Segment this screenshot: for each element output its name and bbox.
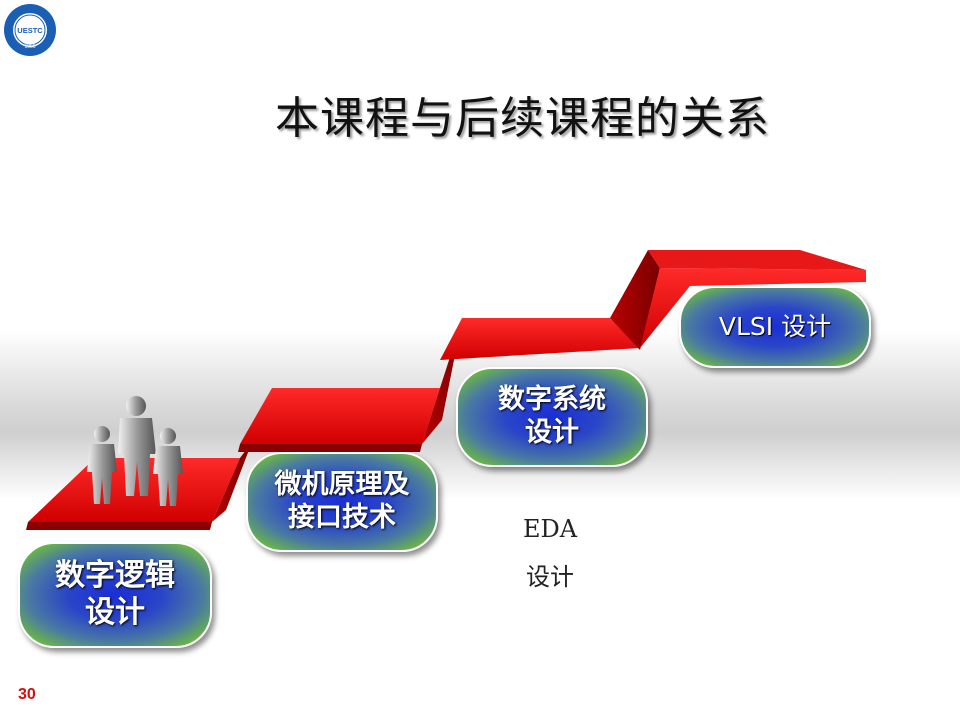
stair-riser-1 [212, 442, 252, 522]
course-microcomputer-interface: 微机原理及 接口技术 [246, 452, 438, 552]
course-label-line2: 设计 [525, 417, 579, 448]
stair-top-4 [648, 250, 866, 270]
course-vlsi: VLSI 设计 [679, 286, 871, 368]
stair-tread-2 [240, 388, 440, 444]
stair-edge-2 [238, 444, 422, 452]
course-label-line1: 数字逻辑 [55, 558, 175, 594]
course-label-line1: 微机原理及 [274, 469, 410, 501]
university-seal-icon: UESTC 1956 [4, 4, 56, 56]
logo-year: 1956 [24, 44, 35, 50]
course-label-line2: 接口技术 [288, 502, 396, 533]
course-label-line2: 设计 [85, 595, 145, 630]
stair-edge-1 [26, 522, 212, 530]
course-digital-logic: 数字逻辑 设计 [18, 542, 212, 648]
course-digital-system: 数字系统 设计 [456, 367, 648, 467]
people-group-icon [87, 396, 183, 506]
eda-line1: EDA [522, 515, 578, 543]
stair-tread-3 [440, 318, 640, 360]
eda-line2: 设计 [526, 563, 574, 591]
stair-tread-4 [640, 268, 866, 348]
course-label-line1: VLSI 设计 [718, 311, 832, 341]
slide-title: 本课程与后续课程的关系 [275, 93, 770, 144]
page-number: 30 [18, 686, 36, 703]
eda-note: EDA 设计 [500, 505, 600, 601]
logo-text: UESTC [17, 26, 43, 35]
course-label-line1: 数字系统 [498, 384, 606, 416]
stair-riser-3 [610, 250, 660, 350]
